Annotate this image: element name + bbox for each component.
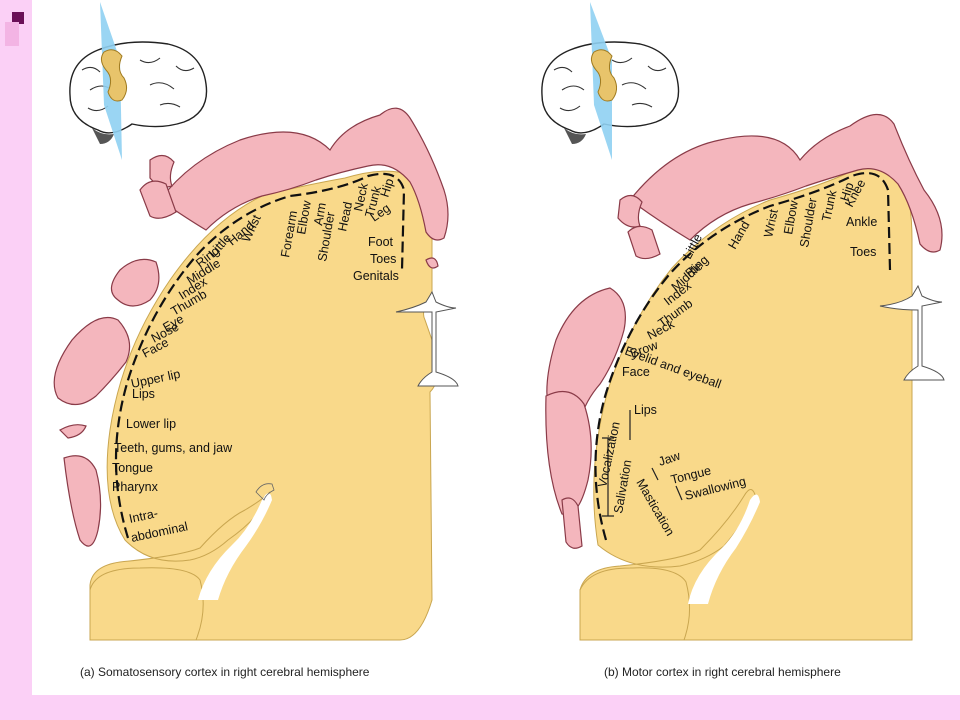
- caption-panel-a: (a) Somatosensory cortex in right cerebr…: [80, 665, 370, 679]
- label-b-toes: Toes: [850, 245, 876, 259]
- label-hip: Hip: [378, 177, 397, 199]
- label-lips: Lips: [132, 387, 155, 401]
- label-neck: Neck: [351, 181, 371, 213]
- label-elbow: Elbow: [294, 199, 314, 236]
- label-genitals: Genitals: [353, 269, 399, 283]
- label-toes: Toes: [370, 252, 396, 266]
- panel-b-motor: Hand Wrist Elbow Shoulder Trunk Hip Knee…: [541, 2, 945, 679]
- label-head: Head: [335, 200, 355, 232]
- panel-a-somatosensory: Wrist Forearm Elbow Arm Shoulder Head Ne…: [53, 2, 459, 679]
- label-arm: Arm: [311, 202, 329, 227]
- label-intra: Intra-: [128, 506, 159, 526]
- bullet-square-dark: [12, 12, 24, 24]
- label-b-hip: Hip: [838, 181, 857, 203]
- bullet-bar-light: [5, 22, 19, 46]
- label-b-lips: Lips: [634, 403, 657, 417]
- panel-a-sensory-homunculus: [53, 107, 449, 547]
- label-foot: Foot: [368, 235, 394, 249]
- panel-a-brain-inset: [69, 2, 208, 160]
- label-b-jaw: Jaw: [657, 448, 683, 468]
- label-teeth-gums-jaw: Teeth, gums, and jaw: [114, 441, 233, 455]
- label-b-trunk: Trunk: [819, 188, 839, 222]
- label-b-face: Face: [622, 365, 650, 379]
- label-lower-lip: Lower lip: [126, 417, 176, 431]
- caption-panel-b: (b) Motor cortex in right cerebral hemis…: [604, 665, 841, 679]
- label-pharynx: Pharynx: [112, 480, 159, 494]
- panel-b-brain-inset: [541, 2, 680, 160]
- panel-b-motor-homunculus: [545, 113, 943, 549]
- label-b-elbow: Elbow: [781, 199, 801, 236]
- label-b-ankle: Ankle: [846, 215, 877, 229]
- label-tongue: Tongue: [112, 461, 153, 475]
- label-b-wrist: Wrist: [761, 208, 781, 239]
